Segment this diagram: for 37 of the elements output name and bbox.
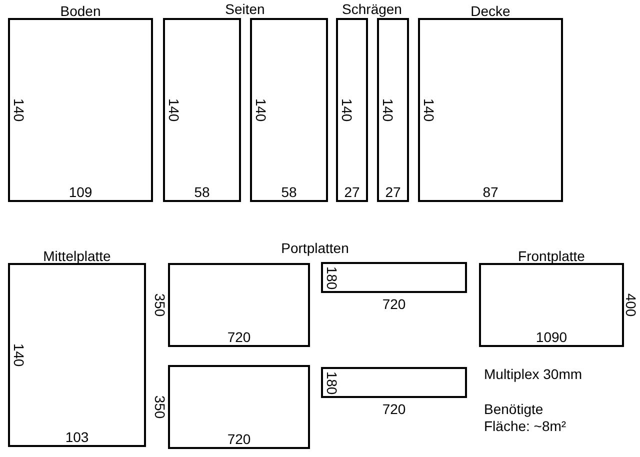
height-dimension: 140: [421, 98, 436, 122]
panel-title: Decke: [470, 4, 510, 19]
width-dimension: 720: [227, 330, 251, 345]
panel-outline: [336, 18, 368, 202]
panel-outline: [377, 18, 409, 202]
height-dimension: 180: [324, 370, 339, 394]
group-title: Portplatten: [281, 240, 349, 257]
height-dimension: 140: [339, 98, 354, 122]
width-dimension: 720: [382, 297, 406, 312]
height-dimension: 140: [253, 98, 268, 122]
width-dimension: 1090: [536, 330, 568, 345]
height-dimension: 140: [11, 343, 26, 367]
width-dimension: 720: [382, 402, 406, 417]
width-dimension: 27: [344, 185, 360, 200]
panel-title: Mittelplatte: [43, 249, 111, 264]
height-dimension: 400: [623, 293, 638, 317]
panel-title: Boden: [60, 4, 101, 19]
height-dimension: 180: [324, 266, 339, 290]
panel-title: Frontplatte: [518, 249, 585, 264]
height-dimension: 140: [380, 98, 395, 122]
panel-outline: [163, 18, 241, 202]
width-dimension: 87: [482, 185, 498, 200]
group-title: Seiten: [225, 1, 265, 18]
area-note: Benötigte Fläche: ~8m²: [484, 401, 568, 435]
width-dimension: 27: [385, 185, 401, 200]
material-note: Multiplex 30mm: [484, 366, 584, 383]
width-dimension: 720: [227, 432, 251, 447]
group-title: Schrägen: [342, 1, 402, 18]
height-dimension: 140: [166, 98, 181, 122]
height-dimension: 140: [11, 98, 26, 122]
height-dimension: 350: [152, 395, 167, 419]
panel-outline: [250, 18, 328, 202]
width-dimension: 58: [194, 185, 210, 200]
width-dimension: 58: [281, 185, 297, 200]
width-dimension: 109: [68, 185, 92, 200]
height-dimension: 350: [152, 293, 167, 317]
width-dimension: 103: [65, 430, 89, 445]
